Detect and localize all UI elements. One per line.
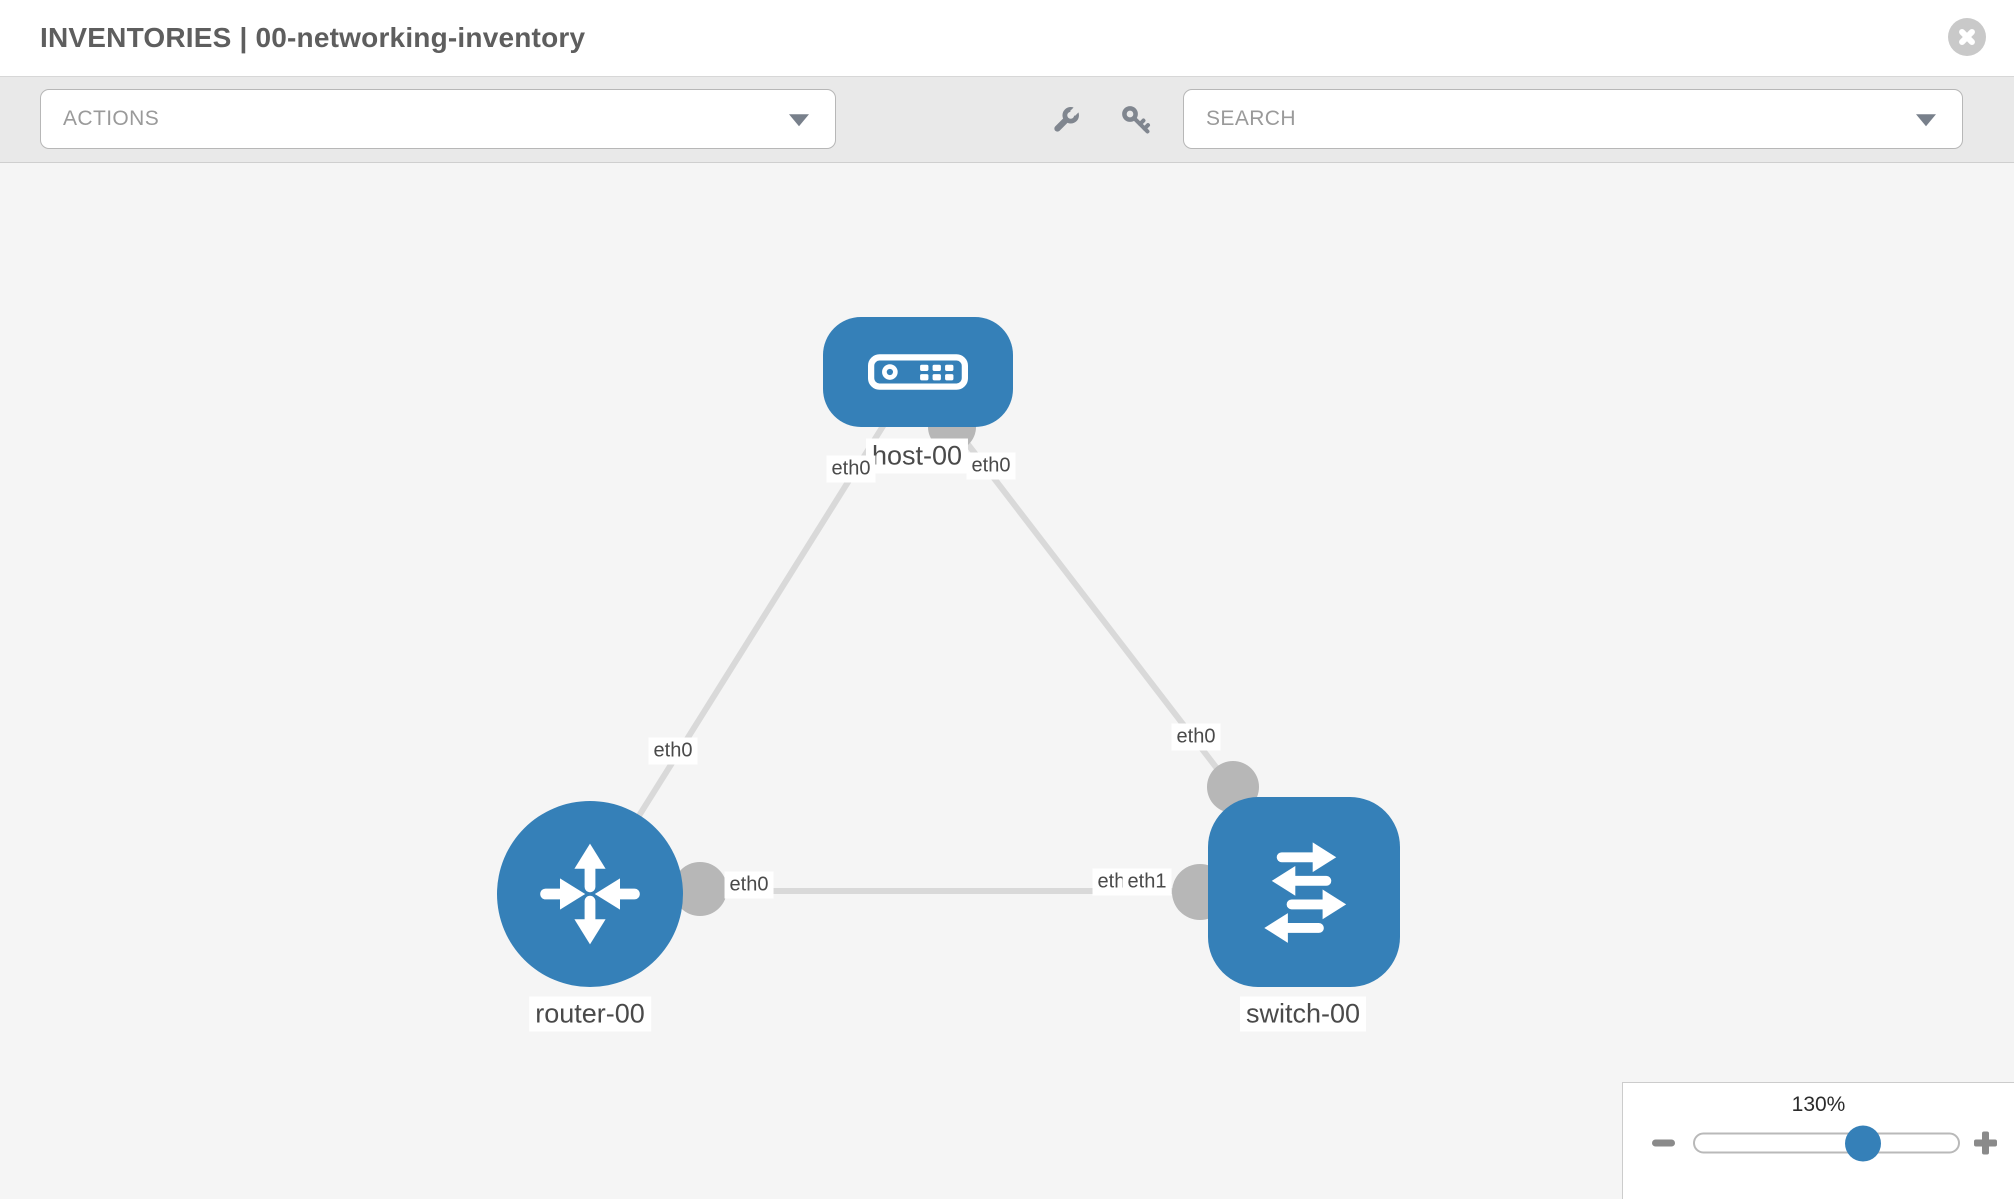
zoom-slider-knob[interactable] bbox=[1845, 1125, 1882, 1161]
zoom-slider-row bbox=[1623, 1125, 2014, 1161]
node-label-router: router-00 bbox=[529, 996, 651, 1032]
topology-canvas[interactable]: host-00 router-00 switch-00 eth0 eth0 et… bbox=[0, 163, 2014, 1199]
key-icon bbox=[1122, 105, 1150, 133]
zoom-slider-track[interactable] bbox=[1693, 1125, 1960, 1161]
node-host-00[interactable] bbox=[823, 317, 1013, 427]
zoom-in-button[interactable] bbox=[1974, 1131, 1997, 1155]
interface-label: eth0 bbox=[648, 737, 698, 765]
interface-label: eth0 bbox=[966, 452, 1016, 480]
node-switch-00[interactable] bbox=[1208, 797, 1400, 987]
credentials-button[interactable] bbox=[1116, 100, 1156, 140]
close-button[interactable] bbox=[1948, 18, 1986, 56]
node-router-00[interactable] bbox=[497, 801, 683, 987]
zoom-out-button[interactable] bbox=[1652, 1139, 1675, 1147]
host-icon bbox=[868, 354, 968, 390]
actions-dropdown[interactable]: ACTIONS bbox=[40, 89, 836, 149]
node-label-switch: switch-00 bbox=[1239, 996, 1367, 1032]
plus-icon bbox=[1982, 1131, 1989, 1155]
titlebar: INVENTORIES | 00-networking-inventory bbox=[0, 0, 2014, 77]
zoom-level: 130% bbox=[1791, 1093, 1846, 1116]
search-dropdown[interactable]: SEARCH bbox=[1183, 89, 1963, 149]
actions-dropdown-label: ACTIONS bbox=[63, 107, 160, 130]
links-layer bbox=[587, 389, 1259, 920]
router-icon bbox=[540, 843, 640, 945]
switch-icon bbox=[1264, 842, 1347, 943]
interface-label: eth0 bbox=[826, 455, 876, 483]
page-title: INVENTORIES | 00-networking-inventory bbox=[40, 22, 586, 53]
chevron-down-icon bbox=[1916, 114, 1936, 127]
node-label-host: host-00 bbox=[865, 438, 969, 474]
interface-label: eth0 bbox=[724, 871, 774, 899]
interface-port-router-eth0 bbox=[673, 862, 727, 916]
configure-button[interactable] bbox=[1046, 100, 1086, 140]
zoom-panel: 130% bbox=[1622, 1082, 2014, 1199]
interface-label: eth1 bbox=[1122, 868, 1172, 896]
wrench-icon bbox=[1054, 104, 1081, 132]
search-dropdown-label: SEARCH bbox=[1206, 107, 1296, 130]
toolbar: ACTIONS SEARC bbox=[0, 77, 2014, 163]
chevron-down-icon bbox=[789, 114, 809, 127]
interface-label: eth0 bbox=[1171, 723, 1221, 751]
